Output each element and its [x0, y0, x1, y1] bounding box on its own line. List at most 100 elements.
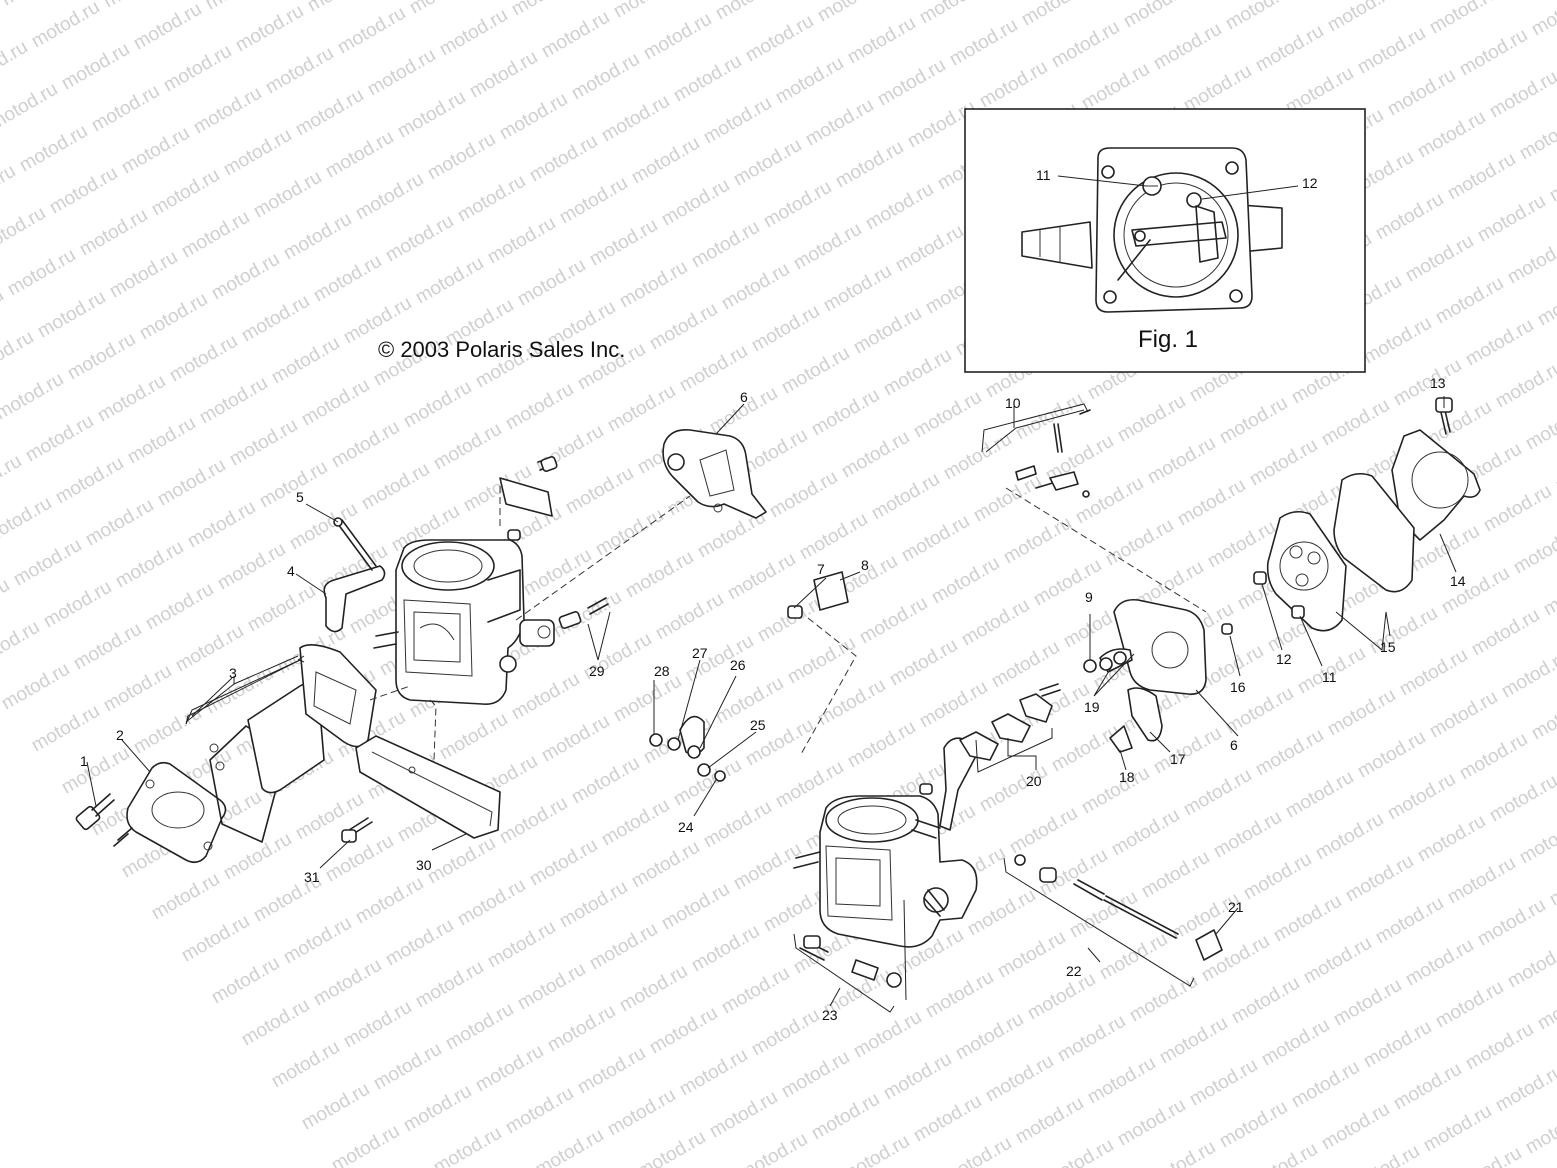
watermark-text: motod.ru — [574, 1043, 649, 1099]
watermark-text: motod.ru — [1480, 481, 1555, 537]
watermark-text: motod.ru — [916, 0, 991, 28]
callout-28: 28 — [654, 663, 670, 679]
fig1-bolt-hole — [1229, 289, 1243, 303]
callout-10: 10 — [1005, 395, 1021, 411]
watermark-text: motod.ru — [292, 85, 367, 141]
watermark-text: motod.ru — [538, 711, 613, 767]
watermark-text: motod.ru — [808, 385, 883, 441]
watermark-text: motod.ru — [1438, 563, 1513, 619]
watermark-text: motod.ru — [1072, 473, 1147, 529]
fig1-right-block — [1239, 204, 1283, 253]
watermark-text: motod.ru — [946, 15, 1021, 71]
watermark-text: motod.ru — [1012, 389, 1087, 445]
watermark-text: motod.ru — [1528, 0, 1557, 40]
watermark-text: motod.ru — [1534, 979, 1557, 1035]
alignment-line — [429, 699, 437, 761]
watermark-text: motod.ru — [880, 1049, 955, 1105]
watermark-text: motod.ru — [1078, 59, 1153, 115]
watermark-text: motod.ru — [178, 911, 253, 967]
alignment-line — [369, 685, 411, 701]
watermark-text: motod.ru — [1078, 763, 1153, 819]
fig1-label: Fig. 1 — [1138, 326, 1198, 353]
watermark-text: motod.ru — [610, 0, 685, 22]
watermark-text: motod.ru — [178, 207, 253, 263]
watermark-text: motod.ru — [1030, 555, 1105, 611]
watermark-text: motod.ru — [0, 203, 49, 259]
watermark-text: motod.ru — [1522, 399, 1557, 455]
watermark-text: motod.ru — [838, 1131, 913, 1168]
watermark-text: motod.ru — [0, 0, 1, 50]
watermark-text: motod.ru — [1354, 23, 1429, 79]
watermark-text: motod.ru — [328, 417, 403, 473]
watermark-text: motod.ru — [838, 427, 913, 483]
fig1-needle — [1117, 239, 1151, 281]
watermark-text: motod.ru — [1186, 1055, 1261, 1111]
watermark-text: motod.ru — [586, 215, 661, 271]
watermark-text: motod.ru — [532, 1125, 607, 1168]
watermark-text: motod.ru — [1516, 813, 1557, 869]
watermark-text: motod.ru — [748, 301, 823, 357]
watermark-text: motod.ru — [886, 635, 961, 691]
watermark-text: motod.ru — [1288, 1057, 1363, 1113]
watermark-text: motod.ru — [1504, 937, 1557, 993]
watermark-text: motod.ru — [1402, 231, 1477, 287]
watermark-text: motod.ru — [322, 831, 397, 887]
alignment-line — [515, 495, 691, 621]
watermark-text: motod.ru — [220, 125, 295, 181]
watermark-text: motod.ru — [412, 253, 487, 309]
watermark-text: motod.ru — [976, 57, 1051, 113]
watermark-text: motod.ru — [1318, 1099, 1393, 1155]
watermark-text: motod.ru — [0, 451, 25, 507]
watermark-text: motod.ru — [430, 1123, 505, 1168]
watermark-text: motod.ru — [496, 89, 571, 145]
watermark-text: motod.ru — [400, 377, 475, 433]
callout-3: 3 — [229, 665, 237, 681]
watermark-text: motod.ru — [556, 877, 631, 933]
watermark-text: motod.ru — [640, 9, 715, 65]
watermark-text: motod.ru — [1258, 1015, 1333, 1071]
watermark-text: motod.ru — [616, 961, 691, 1017]
watermark-text: motod.ru — [508, 669, 583, 725]
watermark-text: motod.ru — [1120, 0, 1195, 32]
callout-12b: 12 — [1276, 651, 1292, 667]
watermark-text: motod.ru — [0, 37, 31, 93]
watermark-text: motod.ru — [568, 753, 643, 809]
watermark-text: motod.ru — [190, 83, 265, 139]
callout-23: 23 — [822, 1007, 838, 1023]
watermark-text: motod.ru — [562, 463, 637, 519]
watermark-text: motod.ru — [550, 587, 625, 643]
watermark-text: motod.ru — [796, 509, 871, 565]
watermark-text: motod.ru — [28, 0, 103, 52]
watermark-text: motod.ru — [1018, 0, 1093, 30]
watermark-text: motod.ru — [1384, 65, 1459, 121]
part-8-sleeve — [813, 571, 849, 611]
parts-11-16-pump-stack — [1221, 397, 1481, 651]
watermark-text: motod.ru — [1486, 771, 1557, 827]
watermark-text: motod.ru — [268, 333, 343, 389]
watermark-text: motod.ru — [832, 137, 907, 193]
watermark-text: motod.ru — [676, 1045, 751, 1101]
part-23-screw-set — [799, 935, 902, 988]
part-22-needle-assembly — [1014, 854, 1223, 961]
watermark-text: motod.ru — [1504, 233, 1557, 289]
watermark-text: motod.ru — [76, 205, 151, 261]
watermark-text: motod.ru — [862, 179, 937, 235]
watermark-text: motod.ru — [544, 1001, 619, 1057]
fig1-arm-lines — [1039, 227, 1061, 262]
watermark-text: motod.ru — [1468, 605, 1543, 661]
watermark-text: motod.ru — [616, 257, 691, 313]
callout-labels: 1 2 3 4 5 6 29 28 27 26 25 24 31 30 7 8 … — [80, 375, 1466, 1023]
watermark-text: motod.ru — [424, 129, 499, 185]
watermark-text: motod.ru — [910, 1091, 985, 1147]
watermark-text: motod.ru — [598, 91, 673, 147]
watermark-text: motod.ru — [1348, 1141, 1423, 1168]
watermark-text: motod.ru — [298, 375, 373, 431]
watermark-text: motod.ru — [58, 39, 133, 95]
watermark-text: motod.ru — [310, 955, 385, 1011]
watermark-text: motod.ru — [82, 495, 157, 551]
watermark-text: motod.ru — [646, 299, 721, 355]
callout-21: 21 — [1228, 899, 1244, 915]
watermark-text: motod.ru — [382, 211, 457, 267]
watermark-text: motod.ru — [238, 995, 313, 1051]
